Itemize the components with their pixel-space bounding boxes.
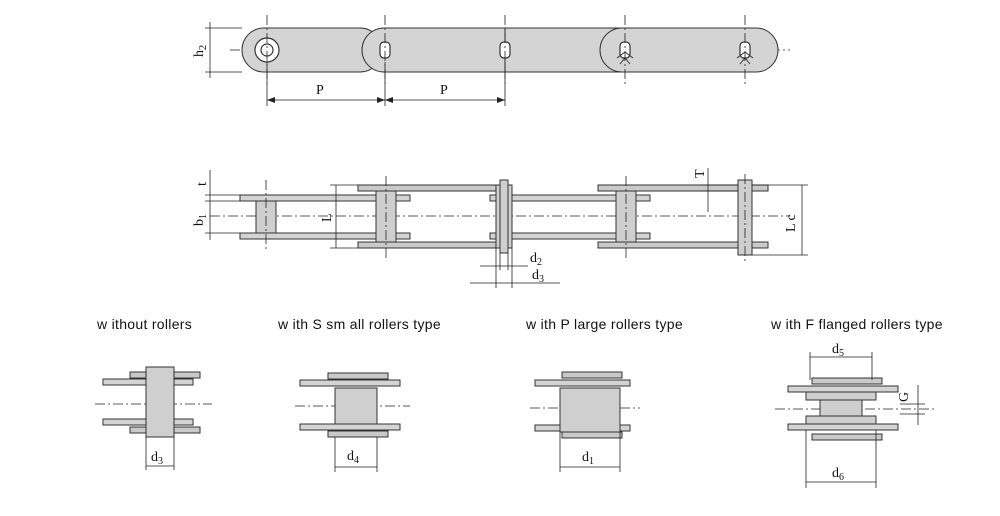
v3-inner-top: [561, 371, 623, 379]
v4-flange-top: [805, 391, 877, 401]
outer-plate-top-a: [239, 194, 411, 202]
v4-inner-bottom: [811, 433, 883, 441]
g-label: G: [897, 392, 912, 402]
b1-label: b1: [192, 214, 209, 226]
inner-plate-bottom-a: [357, 241, 511, 249]
v4-flange-bottom: [805, 415, 877, 425]
variant-small-rollers: w ith S sm all rollers type d4: [277, 316, 441, 472]
pitch-label-2: P: [440, 83, 448, 98]
outer-plate-bottom-a: [239, 232, 411, 240]
d2-label: d2: [530, 251, 542, 268]
d6-label: d6: [832, 466, 844, 483]
variant-2-caption: w ith S sm all rollers type: [277, 316, 441, 332]
inner-plate-top-a: [357, 184, 511, 192]
v4-inner-top: [811, 377, 883, 385]
v1-dim-label: d3: [151, 450, 163, 467]
L-label: L: [320, 213, 335, 222]
variant-flanged-rollers: w ith F flanged rollers type d5 G d6: [770, 316, 943, 488]
cotter-pin-1: [616, 51, 634, 65]
v3-inner-bottom: [561, 431, 623, 439]
d3-label: d3: [532, 268, 544, 285]
v4-roller-body: [819, 399, 863, 417]
v3-dim-label: d1: [582, 450, 594, 467]
cotter-pin-2: [736, 51, 754, 65]
v4-outer-bottom: [787, 423, 899, 431]
v2-dim-label: d4: [347, 449, 359, 466]
pitch-label-1: P: [316, 83, 324, 98]
inner-plate-top-b: [597, 184, 769, 192]
v2-inner-bottom: [327, 430, 389, 438]
inner-plate-2: [599, 27, 779, 73]
v2-outer-top: [299, 379, 401, 387]
v2-inner-top: [327, 372, 389, 380]
T-label: T: [693, 169, 708, 178]
variant-without-rollers: w ithout rollers d3: [95, 316, 212, 470]
variant-1-caption: w ithout rollers: [96, 316, 192, 332]
d5-label: d5: [832, 342, 844, 359]
top-view: h2 P P: [192, 15, 790, 106]
v1-bushing: [145, 366, 175, 438]
v2-outer-bottom: [299, 423, 401, 431]
v2-small-roller: [334, 387, 378, 425]
t-label: t: [195, 182, 210, 186]
v3-large-roller: [559, 387, 621, 433]
Lc-label: L c: [784, 214, 799, 232]
outer-plate-top-b: [489, 194, 651, 202]
h2-label: h2: [192, 45, 209, 57]
side-view: t b1 L T L c d2 d3: [192, 168, 808, 288]
variant-large-rollers: w ith P large rollers type d1: [525, 316, 683, 472]
v4-outer-top: [787, 385, 899, 393]
pitch-arrows: [267, 97, 505, 103]
variant-3-caption: w ith P large rollers type: [525, 316, 683, 332]
outer-plate-bottom-b: [489, 232, 651, 240]
pin-3-core: [499, 179, 509, 254]
v3-outer-top: [534, 379, 631, 387]
inner-plate-bottom-b: [597, 241, 769, 249]
variant-4-caption: w ith F flanged rollers type: [770, 316, 943, 332]
